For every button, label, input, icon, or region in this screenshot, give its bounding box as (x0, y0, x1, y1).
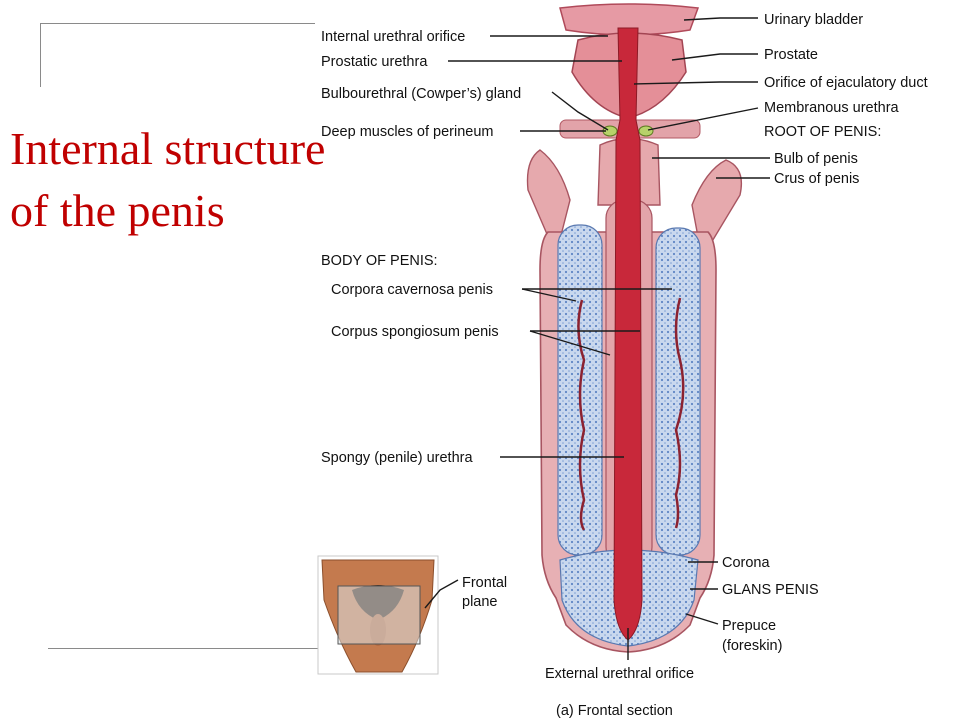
frame-line-left (40, 23, 41, 87)
label-plane: plane (462, 594, 497, 610)
frontal-plane-rectangle (337, 585, 421, 645)
label-prepuce: Prepuce (722, 618, 776, 634)
label-prostate: Prostate (764, 47, 818, 63)
label-deep-muscles-of-perineum: Deep muscles of perineum (321, 124, 493, 140)
label-glans-penis: GLANS PENIS (722, 582, 819, 598)
label-corpus-spongiosum-penis: Corpus spongiosum penis (331, 324, 499, 340)
label-spongy-urethra: Spongy (penile) urethra (321, 450, 473, 466)
label-prostatic-urethra: Prostatic urethra (321, 54, 428, 70)
label-orifice-of-ejaculatory-duct: Orifice of ejaculatory duct (764, 75, 928, 91)
label-corpora-cavernosa-penis: Corpora cavernosa penis (331, 282, 493, 298)
frame-line-top (40, 23, 315, 24)
leader-lines (424, 17, 770, 660)
diagram-illustration (317, 3, 743, 675)
diagram-labels: Internal urethral orifice Prostatic uret… (321, 12, 928, 719)
label-root-of-penis: ROOT OF PENIS: (764, 124, 881, 140)
label-corona: Corona (722, 555, 770, 571)
label-internal-urethral-orifice: Internal urethral orifice (321, 29, 465, 45)
slide-title: Internal structure of the penis (10, 123, 326, 236)
caption-frontal-section: (a) Frontal section (556, 703, 673, 719)
label-bulbourethral-gland: Bulbourethral (Cowper’s) gland (321, 86, 521, 102)
label-crus-of-penis: Crus of penis (774, 171, 859, 187)
label-frontal: Frontal (462, 575, 507, 591)
label-external-urethral-orifice: External urethral orifice (545, 666, 694, 682)
deep-artery-left (577, 299, 586, 531)
label-membranous-urethra: Membranous urethra (764, 100, 900, 116)
frame-line-bottom (48, 648, 318, 649)
label-bulb-of-penis: Bulb of penis (774, 151, 858, 167)
frontal-plane-inset (317, 555, 439, 675)
label-body-of-penis: BODY OF PENIS: (321, 253, 438, 269)
bulbourethral-gland-right (638, 125, 654, 137)
label-foreskin: (foreskin) (722, 638, 782, 654)
deep-artery-right (674, 297, 685, 529)
label-urinary-bladder: Urinary bladder (764, 12, 863, 28)
urinary-bladder (559, 3, 700, 36)
